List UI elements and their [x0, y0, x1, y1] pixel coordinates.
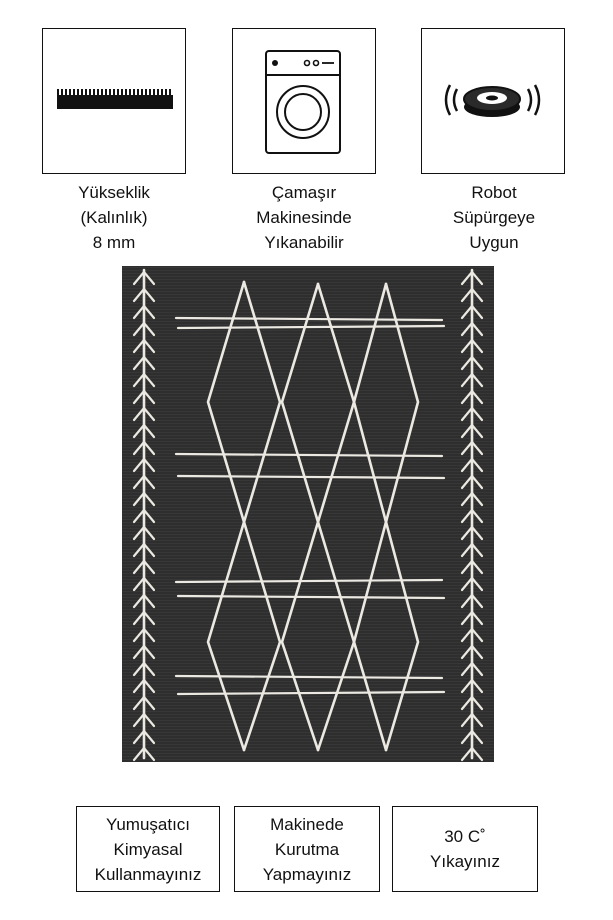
washing-machine-icon	[265, 50, 341, 154]
fishbone-tick	[132, 576, 156, 592]
label-line: Uygun	[469, 233, 519, 252]
fishbone-tick	[132, 423, 156, 439]
washing-machine-label: Çamaşır Makinesinde Yıkanabilir	[209, 180, 399, 255]
label-line: Makinesinde	[256, 208, 352, 227]
fishbone-tick	[132, 389, 156, 405]
robot-vacuum-icon	[444, 84, 541, 117]
fishbone-tick	[460, 678, 484, 694]
fishbone-tick	[460, 746, 484, 762]
fishbone-tick	[132, 678, 156, 694]
washing-machine-box	[232, 28, 376, 174]
fishbone-tick	[460, 695, 484, 711]
care-line: Kimyasal	[113, 839, 183, 859]
fishbone-tick	[132, 508, 156, 524]
care-line: Kullanmayınız	[94, 864, 202, 884]
robot-vacuum-label: Robot Süpürgeye Uygun	[399, 180, 589, 255]
fishbone-tick	[460, 355, 484, 371]
care-softener-box: Yumuşatıcı Kimyasal Kullanmayınız	[76, 806, 220, 892]
fishbone-tick	[460, 423, 484, 439]
label-line: Robot	[471, 183, 517, 202]
fishbone-tick	[460, 491, 484, 507]
fishbone-tick	[132, 695, 156, 711]
robot-vacuum-box	[421, 28, 565, 174]
fishbone-tick	[132, 593, 156, 609]
fishbone-tick	[132, 406, 156, 422]
fishbone-tick	[132, 372, 156, 388]
care-line: 30 C˚	[444, 827, 486, 846]
fishbone-tick	[132, 321, 156, 337]
fishbone-tick	[132, 287, 156, 303]
fishbone-tick	[460, 389, 484, 405]
care-line: Yıkayınız	[430, 852, 500, 871]
fishbone-tick	[132, 440, 156, 456]
label-line: Yıkanabilir	[264, 233, 344, 252]
fishbone-tick	[132, 729, 156, 745]
fishbone-tick	[132, 712, 156, 728]
fishbone-tick	[460, 440, 484, 456]
fishbone-tick	[132, 746, 156, 762]
fishbone-tick	[460, 270, 484, 286]
fishbone-tick	[132, 644, 156, 660]
fishbone-tick	[460, 712, 484, 728]
pile-height-icon	[57, 89, 173, 109]
label-line: Yükseklik	[78, 183, 150, 202]
fishbone-tick	[460, 304, 484, 320]
fishbone-tick	[132, 542, 156, 558]
label-line: Çamaşır	[271, 183, 337, 202]
fishbone-tick	[132, 338, 156, 354]
fishbone-tick	[460, 627, 484, 643]
pile-height-box	[42, 28, 186, 174]
fishbone-tick	[460, 372, 484, 388]
care-wash-temp-box: 30 C˚ Yıkayınız	[392, 806, 538, 892]
fishbone-tick	[132, 627, 156, 643]
fishbone-tick	[132, 610, 156, 626]
fishbone-tick	[132, 270, 156, 286]
care-line: Makinede	[270, 814, 344, 834]
fishbone-tick	[132, 661, 156, 677]
label-line: (Kalınlık)	[80, 208, 148, 227]
fishbone-tick	[460, 661, 484, 677]
care-line: Yapmayınız	[262, 864, 352, 884]
fishbone-tick	[460, 287, 484, 303]
fishbone-tick	[132, 304, 156, 320]
fishbone-tick	[460, 576, 484, 592]
fishbone-tick	[460, 338, 484, 354]
fishbone-tick	[132, 525, 156, 541]
care-line: Yumuşatıcı	[105, 814, 191, 834]
fishbone-tick	[132, 355, 156, 371]
fishbone-tick	[460, 542, 484, 558]
label-line: 8 mm	[92, 233, 136, 252]
pile-height-label: Yükseklik (Kalınlık) 8 mm	[19, 180, 209, 255]
fishbone-tick	[460, 729, 484, 745]
fishbone-tick	[460, 457, 484, 473]
fishbone-tick	[460, 644, 484, 660]
fishbone-tick	[132, 559, 156, 575]
care-drying-box: Makinede Kurutma Yapmayınız	[234, 806, 380, 892]
fishbone-tick	[460, 474, 484, 490]
fishbone-tick	[460, 593, 484, 609]
label-line: Süpürgeye	[452, 208, 536, 227]
fishbone-tick	[460, 525, 484, 541]
fishbone-tick	[132, 491, 156, 507]
fishbone-tick	[132, 457, 156, 473]
fishbone-tick	[460, 610, 484, 626]
care-line: Kurutma	[274, 839, 340, 859]
fishbone-tick	[460, 559, 484, 575]
fishbone-tick	[460, 406, 484, 422]
rug-image	[122, 266, 494, 762]
fishbone-tick	[460, 321, 484, 337]
fishbone-tick	[460, 508, 484, 524]
fishbone-tick	[132, 474, 156, 490]
